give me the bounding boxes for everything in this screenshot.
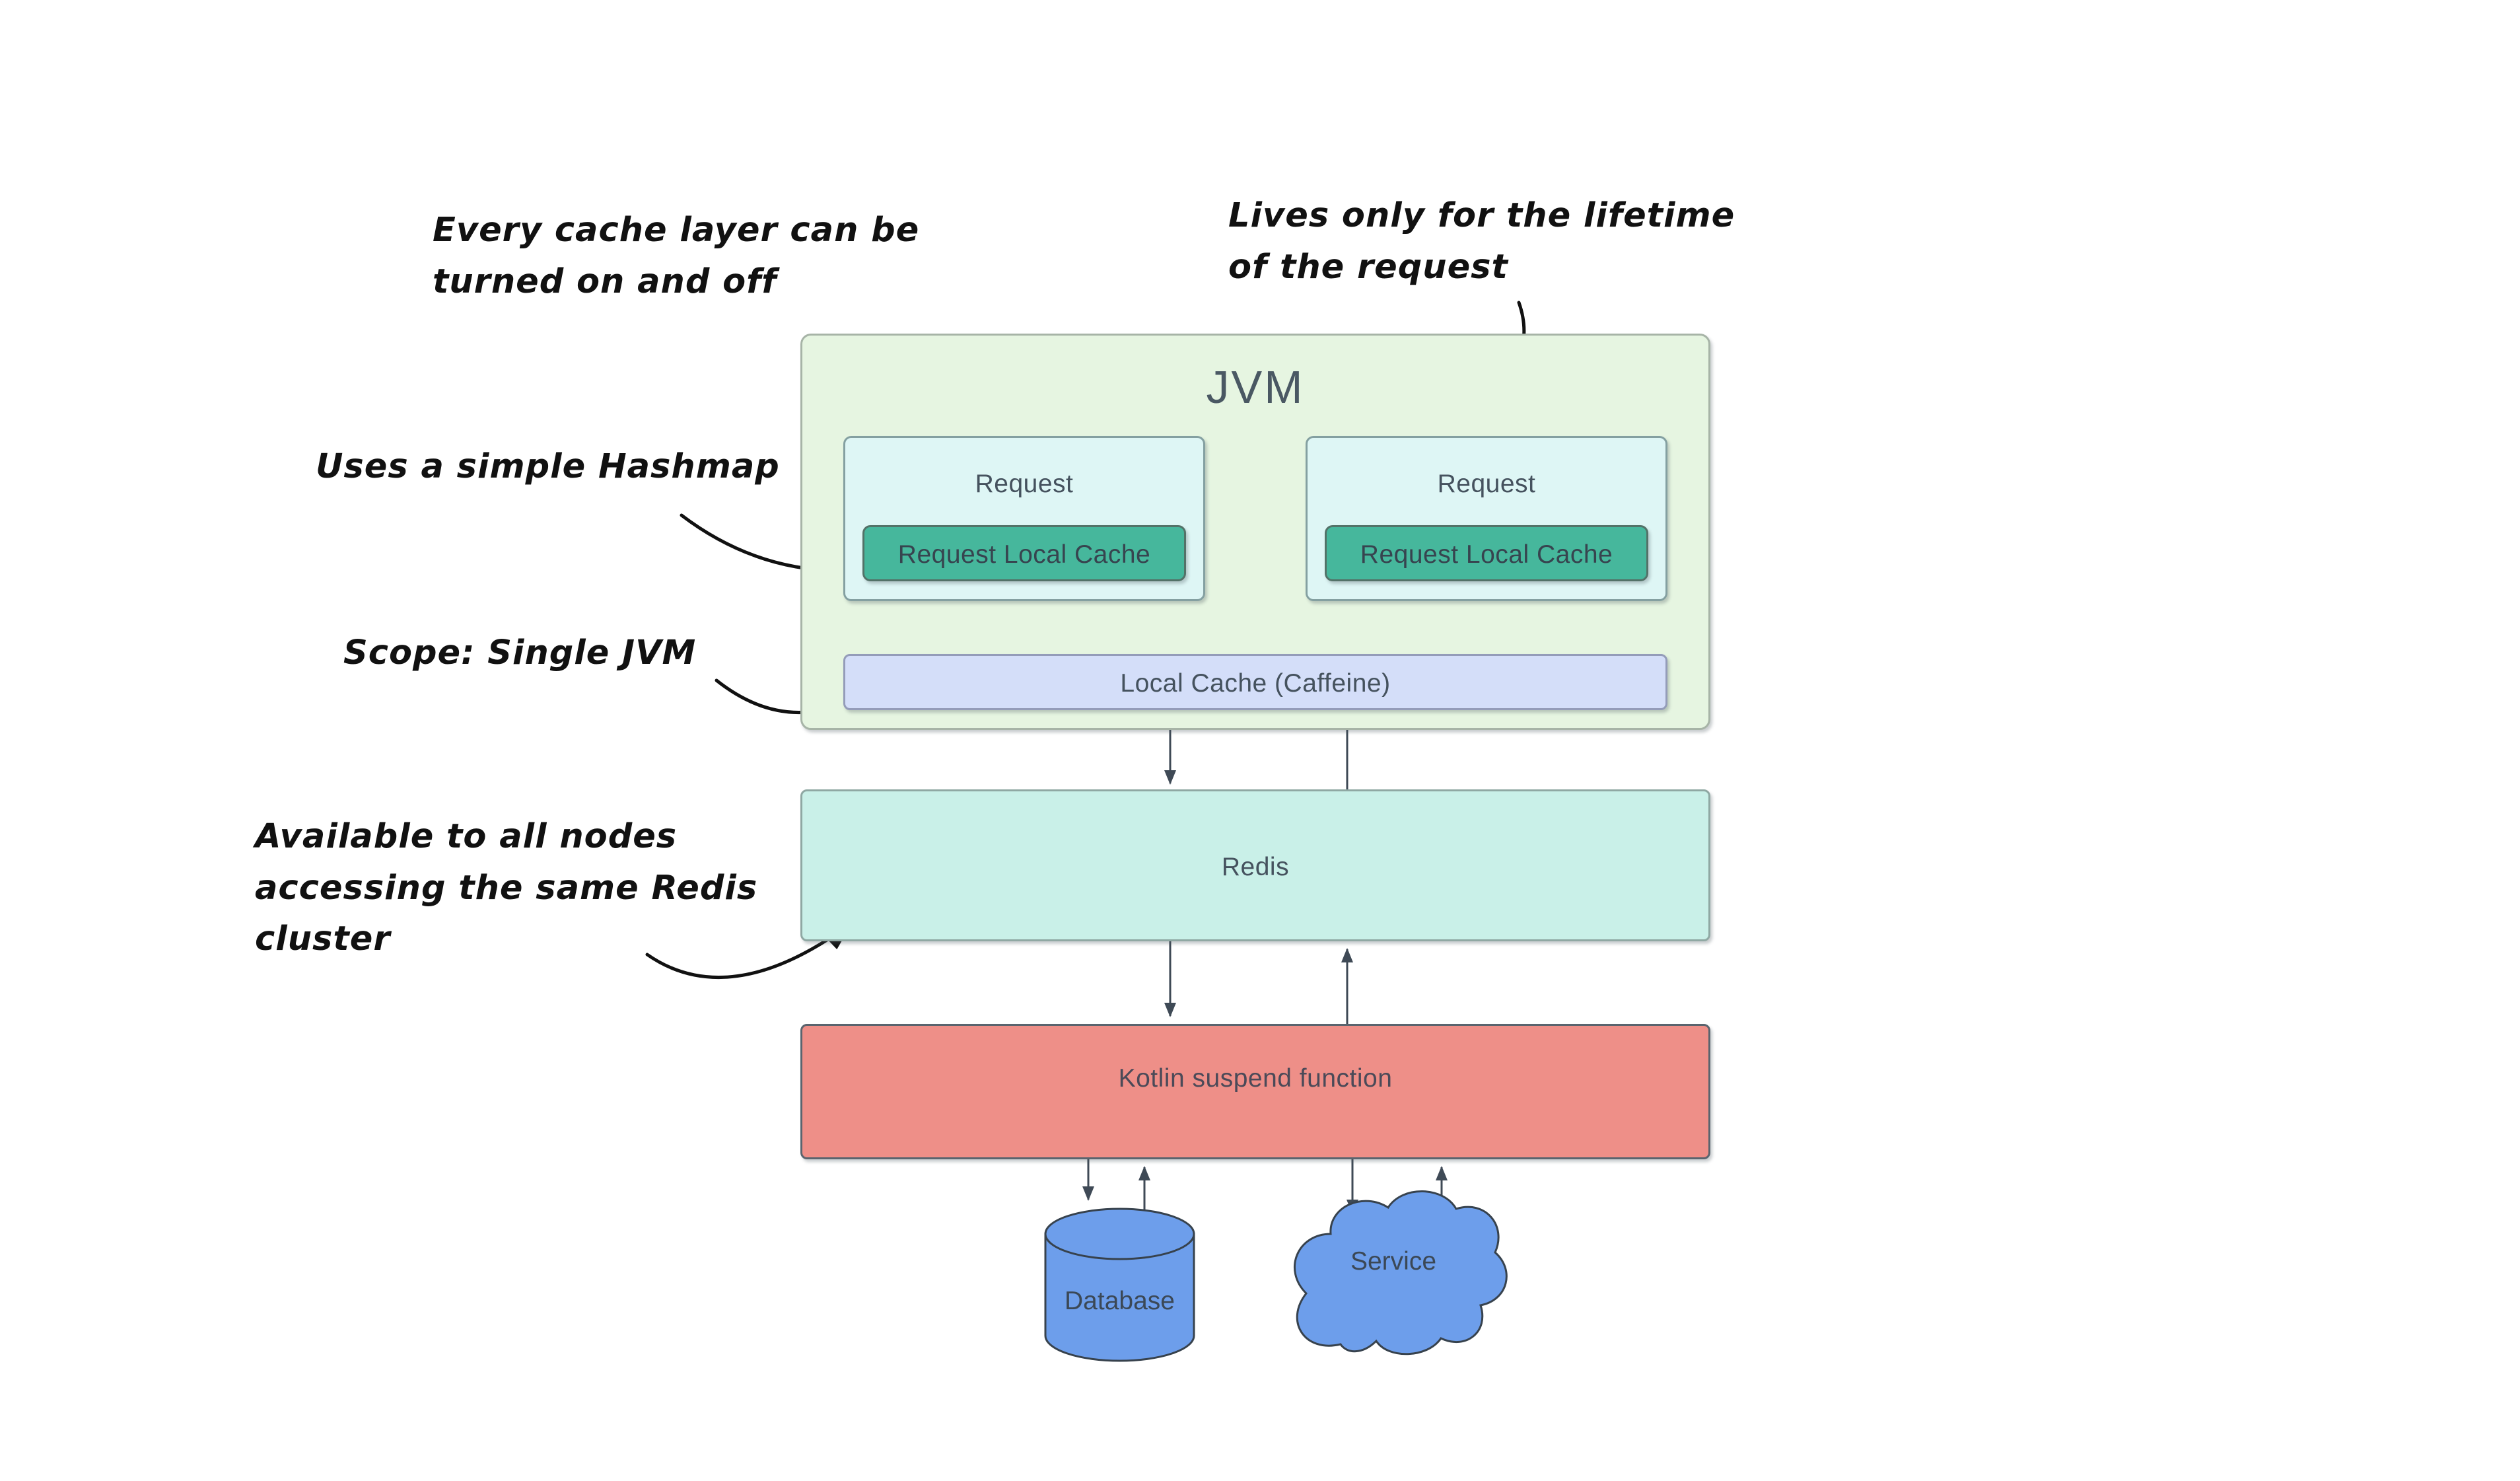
- service-label: Service: [1350, 1247, 1437, 1276]
- kotlin-suspend-function-box: Kotlin suspend function: [800, 1024, 1710, 1159]
- annotation-line: accessing the same Redis: [255, 868, 758, 908]
- annotation-line: Scope: Single JVM: [343, 633, 697, 672]
- annotation-line: Lives only for the lifetime: [1228, 196, 1735, 235]
- annotation-available-nodes: Available to all nodes accessing the sam…: [255, 811, 757, 965]
- service-cloud-icon: [1294, 1190, 1508, 1355]
- request-label: Request: [1437, 470, 1536, 498]
- annotation-arrow-available: [645, 922, 853, 979]
- request-local-cache-label: Request Local Cache: [1360, 540, 1613, 569]
- request-local-cache-box-1: Request Local Cache: [862, 525, 1186, 581]
- annotation-line: cluster: [255, 920, 391, 959]
- kotlin-suspend-function-label: Kotlin suspend function: [1118, 1064, 1393, 1093]
- local-cache-caffeine-label: Local Cache (Caffeine): [1120, 669, 1391, 698]
- annotation-line: Uses a simple Hashmap: [316, 447, 780, 486]
- redis-label: Redis: [1221, 853, 1290, 881]
- jvm-label: JVM: [1206, 361, 1305, 413]
- annotation-line: of the request: [1228, 247, 1508, 287]
- annotation-line: Available to all nodes: [255, 817, 678, 856]
- annotation-scope: Scope: Single JVM: [343, 628, 696, 679]
- request-local-cache-box-2: Request Local Cache: [1325, 525, 1648, 581]
- redis-box: Redis: [800, 789, 1710, 941]
- database-label: Database: [1065, 1287, 1175, 1315]
- local-cache-caffeine-box: Local Cache (Caffeine): [843, 654, 1667, 710]
- annotation-every-cache-layer: Every cache layer can be turned on and o…: [433, 205, 919, 307]
- annotation-line: turned on and off: [433, 262, 777, 301]
- database-cylinder-icon: [1044, 1208, 1195, 1362]
- request-label: Request: [975, 470, 1074, 498]
- request-local-cache-label: Request Local Cache: [897, 540, 1151, 569]
- annotation-hashmap: Uses a simple Hashmap: [316, 441, 780, 493]
- annotation-line: Every cache layer can be: [433, 211, 920, 250]
- annotation-lives-only: Lives only for the lifetime of the reque…: [1228, 190, 1735, 293]
